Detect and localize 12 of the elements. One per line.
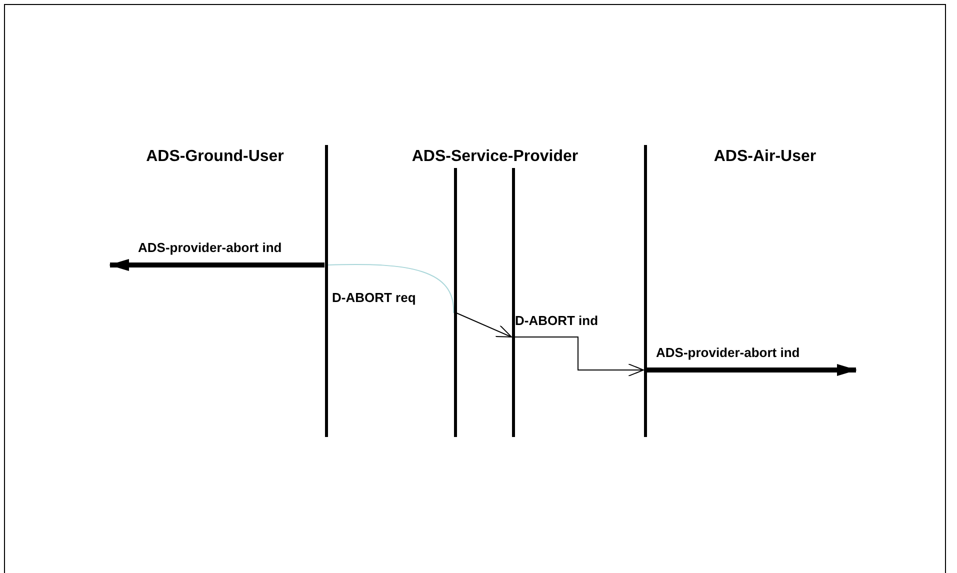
lifeline — [454, 168, 456, 437]
lifeline — [644, 145, 646, 437]
arrow — [514, 336, 644, 376]
edge-label: ADS-provider-abort ind — [656, 345, 800, 361]
thick-arrow — [646, 364, 857, 376]
lifeline — [512, 168, 514, 437]
edge-label: ADS-provider-abort ind — [138, 240, 282, 256]
edge-label: D-ABORT req — [332, 290, 416, 306]
thick-arrow — [109, 259, 324, 271]
lifeline — [324, 145, 328, 437]
arrow — [456, 312, 512, 338]
connector-line — [327, 264, 454, 314]
